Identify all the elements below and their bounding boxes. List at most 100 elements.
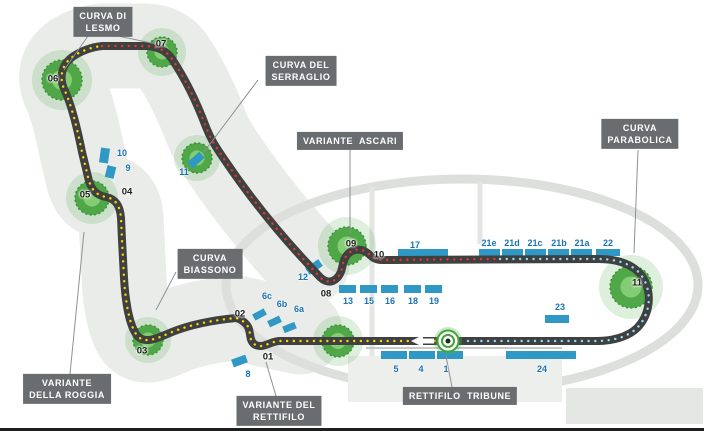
corner-label-text: SERRAGLIO	[271, 72, 331, 82]
grandstand-number-12: 12	[297, 272, 309, 282]
grandstand-number-16: 16	[384, 296, 396, 306]
grandstand-number-10: 10	[116, 148, 128, 158]
corner-label-text: VARIANTE ASCARI	[302, 135, 398, 146]
grandstand-number-6c: 6c	[261, 291, 273, 301]
grandstand-number-22: 22	[602, 238, 614, 248]
grandstand-block	[409, 351, 435, 359]
grandstand-block	[596, 249, 620, 256]
grandstand-number-21e: 21e	[481, 238, 497, 248]
label-pointer-line	[633, 149, 639, 254]
corner-label-curva-di-lesmo: CURVA DI LESMO	[73, 6, 133, 38]
grandstand-block	[98, 147, 111, 164]
corner-label-rettifilo-tribune: RETTIFILO TRIBUNE	[402, 386, 518, 406]
paddock-area	[566, 388, 703, 424]
turn-number-07: 07	[155, 38, 167, 50]
turn-number-10: 10	[373, 249, 385, 261]
grandstand-number-21d: 21d	[504, 238, 520, 248]
corner-label-text: CURVA DI	[79, 10, 127, 21]
label-pointer-line	[155, 271, 177, 311]
turn-number-04: 04	[121, 186, 133, 198]
grandstand-number-18: 18	[407, 296, 419, 306]
grandstand-block	[404, 285, 421, 293]
turn-number-05: 05	[79, 189, 91, 201]
corner-label-text: CURVA DEL	[272, 59, 330, 70]
corner-label-text: PARABOLICA	[607, 135, 673, 145]
label-pointer-lines	[63, 35, 639, 397]
label-pointer-line	[445, 355, 453, 388]
grandstand-number-6b: 6b	[276, 299, 288, 309]
grandstand-number-21a: 21a	[574, 238, 590, 248]
grandstand-block	[104, 165, 117, 179]
corner-label-variante-del-rettifilo: VARIANTE DEL RETTIFILO	[236, 395, 322, 427]
grandstand-blocks	[98, 147, 620, 368]
grandstand-number-23: 23	[554, 302, 566, 312]
direction-arrow-icon	[411, 335, 434, 347]
corner-label-text: VARIANTE DEL	[242, 399, 316, 410]
grandstand-block	[425, 285, 442, 293]
label-pointer-line	[117, 35, 157, 45]
grandstand-block	[339, 285, 356, 293]
start-finish-beacon	[434, 327, 462, 355]
grandstand-number-9: 9	[125, 163, 131, 173]
grandstand-block	[506, 351, 576, 359]
grandstand-number-17: 17	[409, 240, 421, 250]
grandstand-number-13: 13	[342, 296, 354, 306]
grandstand-block	[360, 285, 377, 293]
label-pointer-line	[265, 361, 277, 397]
corner-label-text: DELLA ROGGIA	[29, 390, 105, 400]
bottom-border	[0, 428, 704, 431]
grandstand-block	[545, 315, 569, 323]
grandstand-number-15: 15	[363, 296, 375, 306]
grandstand-number-11: 11	[179, 167, 189, 177]
sector-2-line	[100, 44, 502, 283]
corner-label-text: RETTIFILO	[253, 412, 305, 422]
label-pointer-line	[63, 35, 89, 71]
turn-number-06: 06	[47, 73, 59, 85]
corner-label-text: CURVA	[192, 252, 228, 263]
grandstand-number-21b: 21b	[551, 238, 567, 248]
grandstand-block	[231, 354, 248, 368]
corner-label-text: VARIANTE	[41, 377, 93, 388]
grandstand-block	[548, 249, 569, 256]
corner-label-text: BIASSONO	[183, 265, 237, 275]
trees-ascari	[318, 217, 376, 275]
grandstand-number-1: 1	[443, 364, 449, 374]
sector-3-line	[460, 257, 650, 343]
grandstand-block	[282, 321, 297, 334]
grandstand-block	[381, 285, 398, 293]
grandstand-block	[381, 351, 407, 359]
grandstand-block	[502, 249, 523, 256]
turn-number-08: 08	[320, 288, 332, 300]
grandstand-number-6a: 6a	[293, 304, 305, 314]
turn-number-11: 11	[631, 277, 643, 289]
grandstand-number-19: 19	[428, 296, 440, 306]
corner-label-curva-biassono: CURVA BIASSONO	[177, 248, 243, 280]
grandstand-block	[525, 249, 546, 256]
grandstand-block	[479, 249, 500, 256]
label-pointer-line	[203, 79, 259, 153]
corner-label-variante-ascari: VARIANTE ASCARI	[296, 131, 404, 151]
corner-label-curva-parabolica: CURVA PARABOLICA	[601, 118, 679, 150]
turn-number-02: 02	[234, 308, 246, 320]
grandstand-number-24: 24	[536, 364, 548, 374]
turn-number-03: 03	[136, 345, 148, 357]
turn-number-09: 09	[345, 238, 357, 250]
grandstand-block	[398, 249, 448, 256]
grandstand-block	[267, 315, 282, 328]
grandstand-number-5: 5	[393, 364, 399, 374]
grandstand-block	[437, 351, 463, 359]
corner-label-text: RETTIFILO TRIBUNE	[408, 390, 512, 401]
grandstand-block	[571, 249, 592, 256]
label-pointer-line	[69, 231, 85, 375]
corner-label-text: CURVA	[622, 122, 658, 133]
grandstand-number-8: 8	[245, 369, 251, 379]
corner-label-text: LESMO	[85, 23, 121, 33]
sector-1-line	[60, 44, 450, 348]
turn-number-01: 01	[262, 351, 274, 363]
corner-label-variante-della-roggia: VARIANTE DELLA ROGGIA	[23, 373, 111, 405]
grandstand-block	[187, 151, 205, 169]
grandstand-number-21c: 21c	[527, 238, 543, 248]
grandstand-number-4: 4	[418, 364, 424, 374]
